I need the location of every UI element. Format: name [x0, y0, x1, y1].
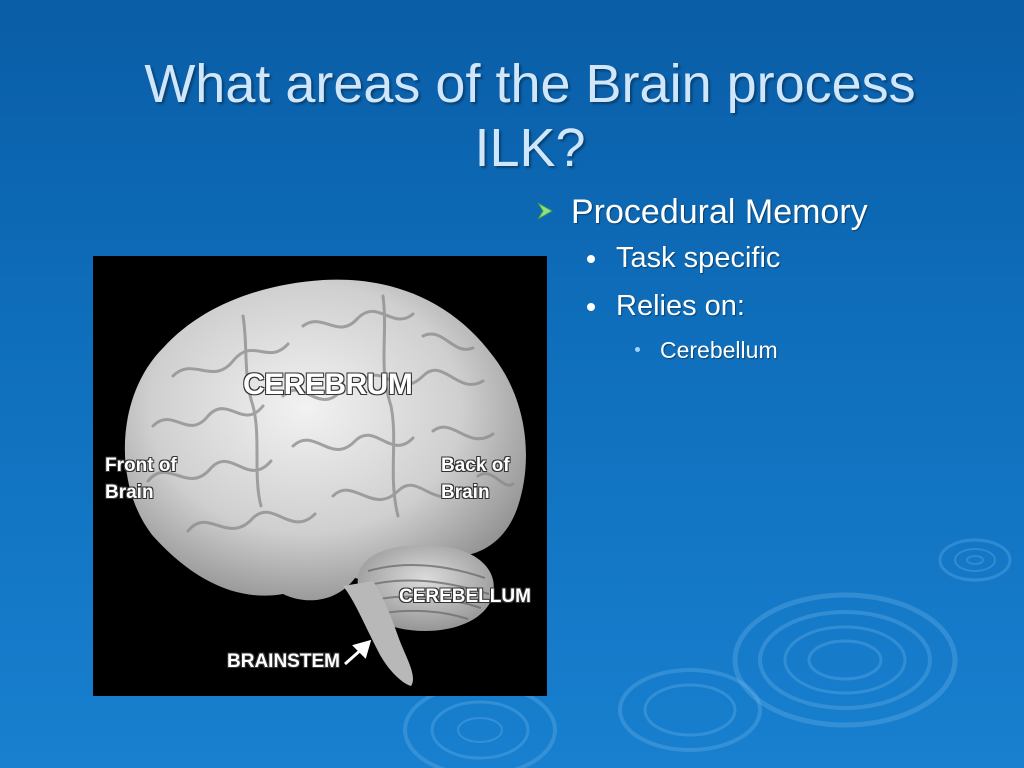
cerebrum-shape	[124, 279, 526, 601]
bullet-dot-icon	[587, 255, 595, 263]
brain-image: CEREBRUM Front of Brain Back of Brain CE…	[93, 256, 547, 696]
bullet-list: Procedural Memory Task specific Relies o…	[535, 190, 1005, 370]
bullet-dot-icon	[635, 347, 640, 352]
arrow-bullet-icon	[537, 202, 554, 220]
bullet-text-procedural: Procedural Memory	[571, 193, 868, 231]
label-back-of-brain: Back of Brain	[441, 455, 510, 503]
bullet-text-cerebellum: Cerebellum	[660, 337, 778, 363]
bullet-level2: Relies on:	[535, 282, 1005, 330]
arrow-pointer-icon	[344, 639, 372, 666]
slide-title: What areas of the Brain process ILK?	[144, 54, 916, 178]
label-brainstem: BRAINSTEM	[227, 651, 340, 672]
bullet-level1: Procedural Memory	[535, 190, 1005, 234]
brainstem-shape	[343, 581, 414, 686]
bullet-dot-icon	[587, 303, 595, 311]
label-cerebellum: CEREBELLUM	[399, 586, 531, 607]
bullet-text-relies: Relies on:	[616, 290, 745, 322]
label-front-of-brain: Front of Brain	[105, 455, 177, 503]
label-cerebrum: CEREBRUM	[243, 368, 413, 401]
brain-illustration	[124, 279, 526, 686]
bullet-level3: Cerebellum	[535, 330, 1005, 370]
bullet-text-task: Task specific	[616, 242, 781, 274]
bullet-level2: Task specific	[535, 234, 1005, 282]
